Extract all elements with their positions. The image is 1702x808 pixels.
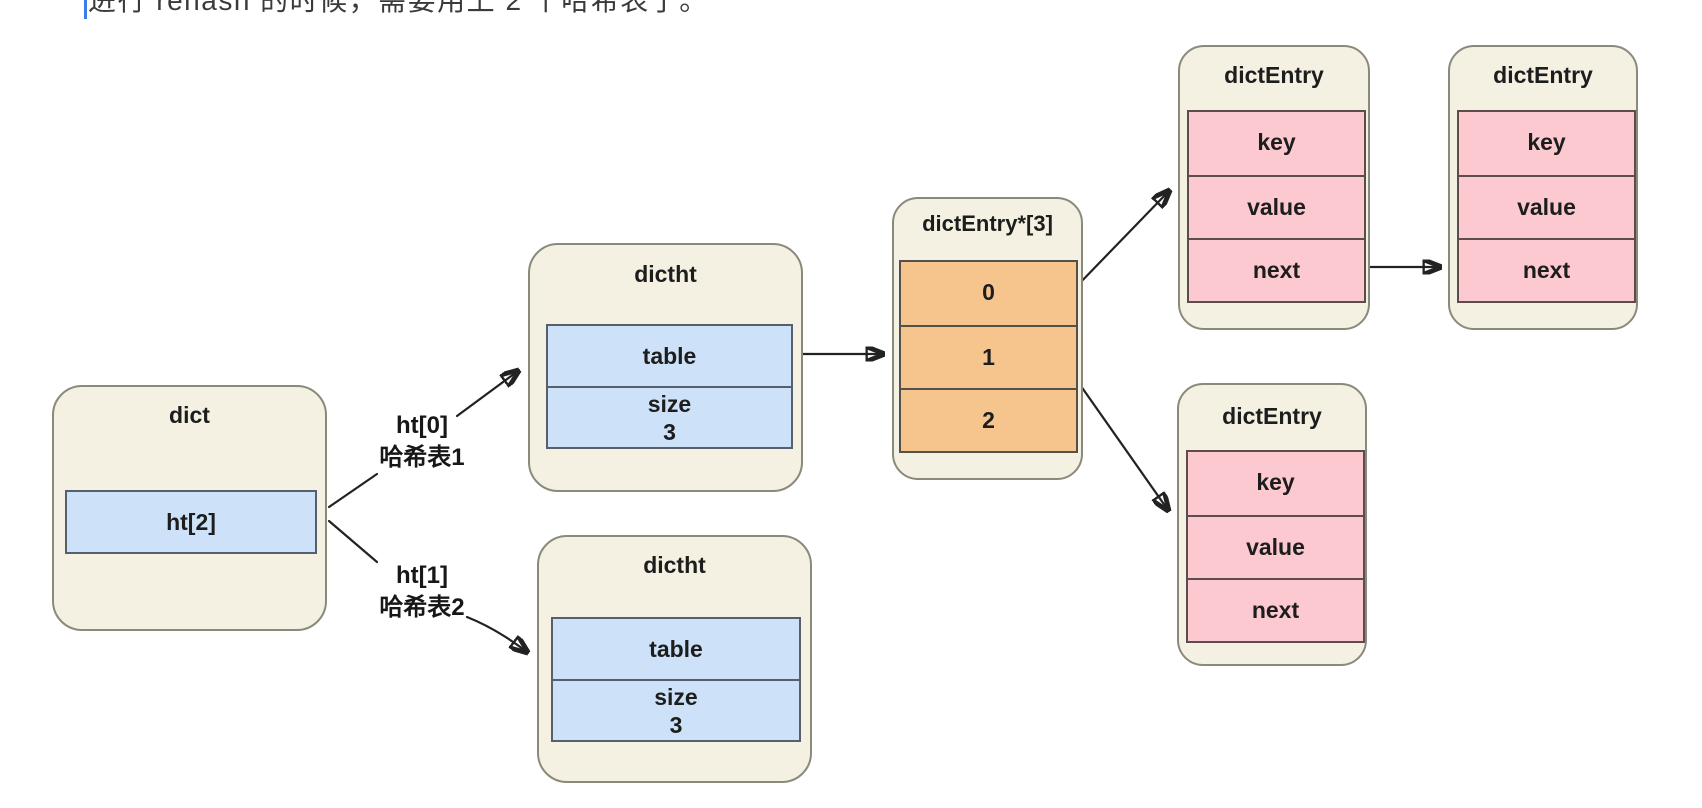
dict-entry-node-top-right: dictEntry key value next [1448,45,1638,330]
key-row: key [1257,129,1296,155]
dict-node: dict ht[2] [52,385,327,631]
dict-node-title: dict [169,402,210,428]
key-row: key [1527,129,1566,155]
text-cursor [84,0,87,19]
size-row: size 3 [548,386,791,447]
dictht1-fields: table size 3 [546,324,793,449]
next-row: next [1189,238,1364,301]
dictht1-node: dictht table size 3 [528,243,803,492]
ht0-label-line1: ht[0] [396,412,448,439]
dict-fields: ht[2] [65,490,317,554]
bucket-array-title: dictEntry*[3] [922,211,1053,236]
ht0-edge-label: ht[0] 哈希表1 [357,410,487,474]
bucket-array-node: dictEntry*[3] 0 1 2 [892,197,1083,480]
dictht2-fields: table size 3 [551,617,801,742]
dict-entry-title: dictEntry [1222,403,1322,429]
slot-0: 0 [982,279,995,305]
value-row: value [1189,175,1364,238]
next-row: next [1188,578,1363,641]
caption-text: 进行 rehash 的时候，需要用上 2 个哈希表了。 [88,0,709,16]
ht2-field: ht[2] [166,509,216,535]
value-row: value [1188,515,1363,578]
edge-dict-to-ht0 [327,472,379,509]
ht1-edge-label: ht[1] 哈希表2 [357,560,487,624]
dictht2-node-title: dictht [643,552,706,578]
arrow-slot0-to-entry [1074,191,1169,289]
dict-entry-node-bottom: dictEntry key value next [1177,383,1367,666]
size-value: 3 [669,712,683,738]
dictht2-node: dictht table size 3 [537,535,812,783]
size-label: size [654,684,698,710]
arrow-slot1-to-entry [1074,377,1168,510]
table-row: table [649,636,703,662]
table-row: table [642,343,697,369]
size-row: size 3 [553,679,799,740]
value-row: value [1459,175,1634,238]
size-label: size [647,391,692,417]
key-row: key [1256,469,1295,495]
ht1-label-line2: 哈希表2 [379,594,465,621]
dict-entry-fields: key value next [1187,110,1366,303]
dict-entry-title: dictEntry [1224,62,1324,88]
size-value: 3 [663,419,676,445]
dict-entry-fields: key value next [1186,450,1365,643]
ht0-label-line2: 哈希表1 [379,444,465,471]
slot-1: 1 [901,325,1076,388]
dict-entry-title: dictEntry [1493,62,1593,88]
slot-2: 2 [901,388,1076,451]
dict-entry-fields: key value next [1457,110,1636,303]
next-row: next [1459,238,1634,301]
ht1-label-line1: ht[1] [396,562,448,589]
bucket-slots: 0 1 2 [899,260,1078,453]
edge-dict-to-ht1 [327,519,379,564]
dictht1-node-title: dictht [634,261,697,287]
dict-entry-node-top-left: dictEntry key value next [1178,45,1370,330]
